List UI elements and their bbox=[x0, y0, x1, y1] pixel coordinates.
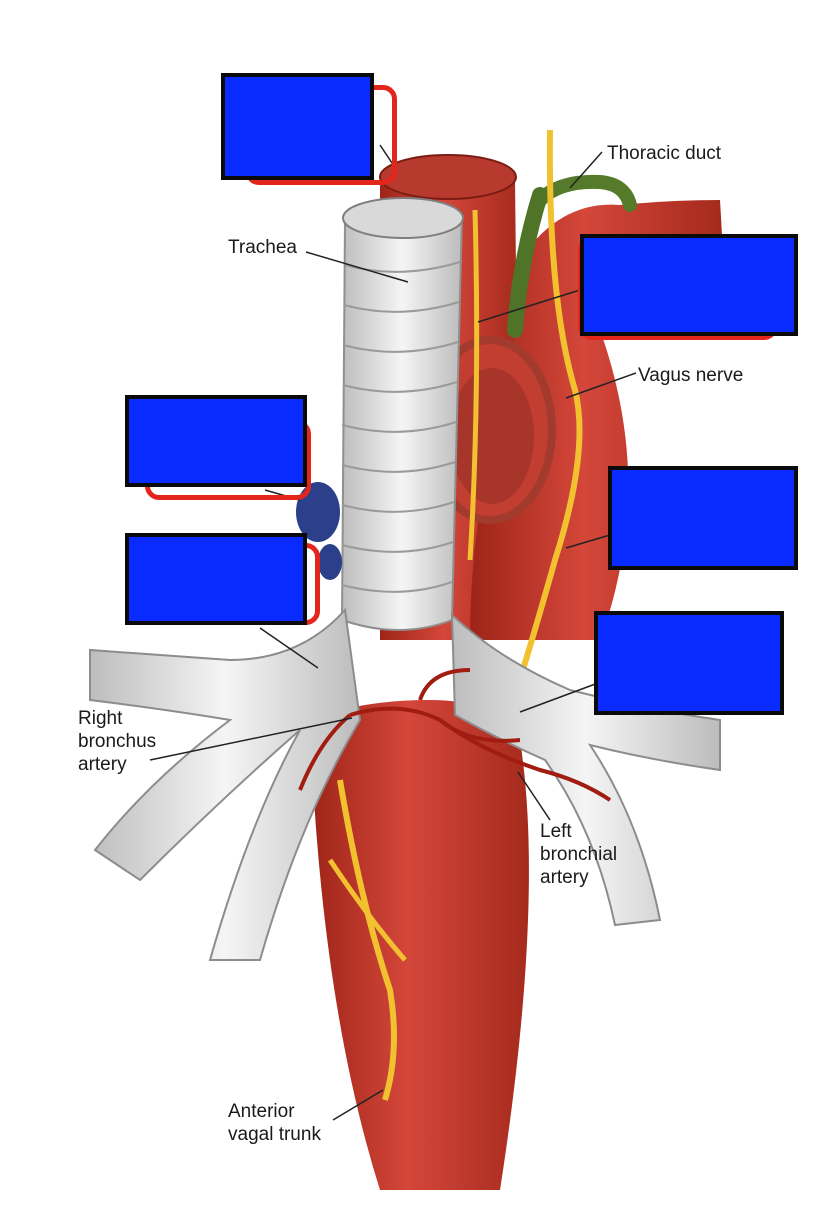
hidden-label-box-4[interactable] bbox=[608, 466, 798, 570]
label-vagus-nerve: Vagus nerve bbox=[638, 365, 744, 386]
hidden-label-box-1[interactable] bbox=[221, 73, 374, 180]
vein-structure bbox=[296, 482, 340, 542]
esophagus-lumen bbox=[379, 154, 517, 200]
esophagus-lower bbox=[310, 700, 529, 1190]
hidden-label-box-5[interactable] bbox=[125, 533, 307, 625]
right-bronchus bbox=[89, 607, 362, 961]
label-trachea: Trachea bbox=[228, 237, 297, 258]
leader-lines bbox=[149, 144, 637, 1121]
label-anterior-vagal-trunk: Anterior vagal trunk bbox=[228, 1101, 321, 1145]
label-thoracic-duct: Thoracic duct bbox=[607, 143, 722, 164]
trachea-rings bbox=[341, 261, 461, 593]
aortic-arch bbox=[470, 200, 722, 640]
hidden-label-box-3[interactable] bbox=[125, 395, 307, 487]
label-right-bronchus-artery: Right bronchus artery bbox=[78, 708, 157, 775]
hidden-label-box-2[interactable] bbox=[580, 234, 798, 336]
trachea-tube bbox=[340, 205, 464, 631]
hidden-label-box-6[interactable] bbox=[594, 611, 784, 715]
label-left-bronchial-artery: Left bronchial artery bbox=[540, 821, 618, 888]
left-bronchus bbox=[450, 612, 721, 927]
